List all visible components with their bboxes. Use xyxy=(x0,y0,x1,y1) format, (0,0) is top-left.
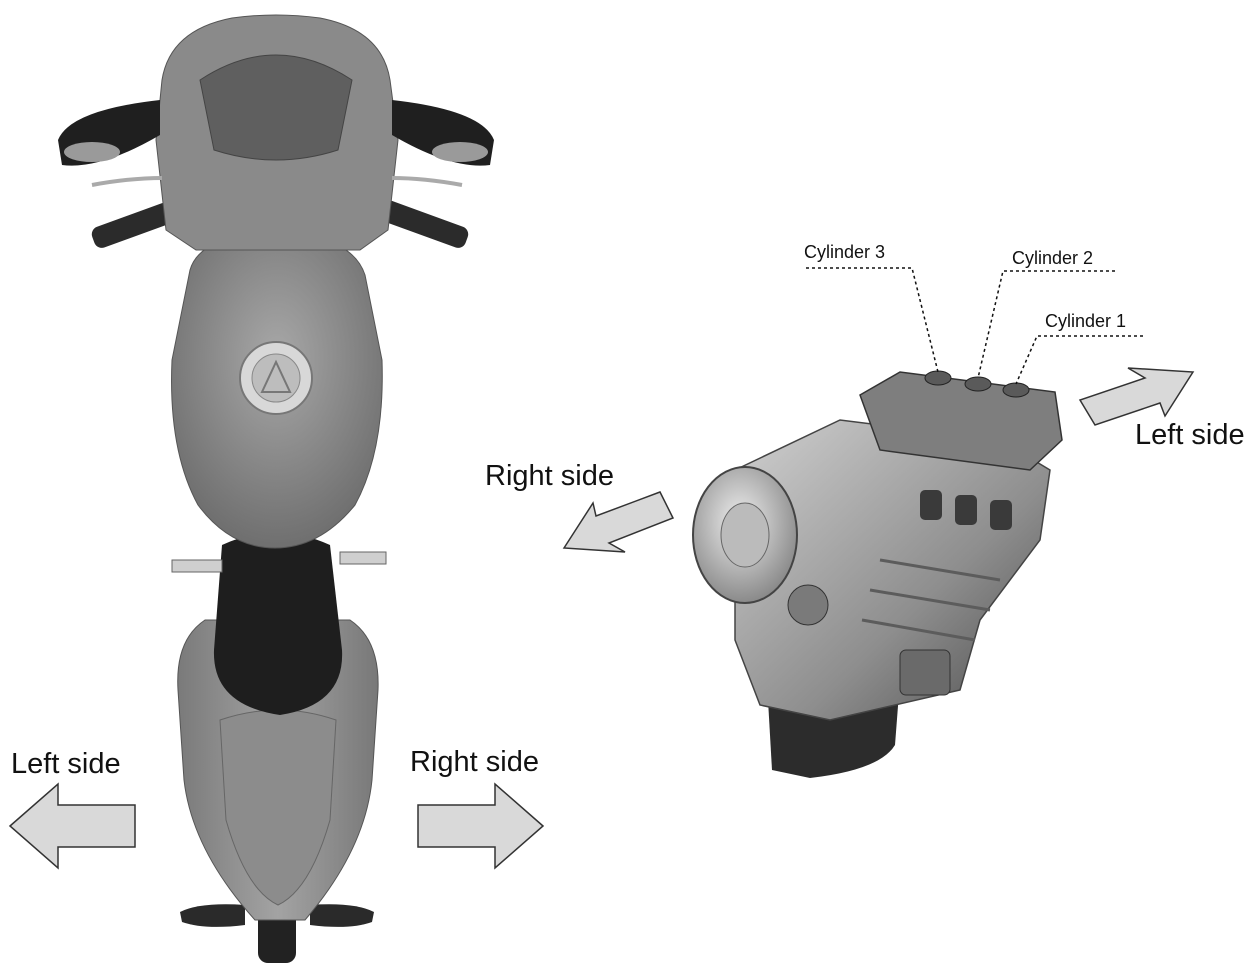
engine-right-side-label: Right side xyxy=(485,460,614,493)
cylinder-3-leader xyxy=(806,268,938,372)
block-arrow-icon-engine-left xyxy=(1080,368,1193,425)
bike-left-side-label: Left side xyxy=(11,748,121,781)
cylinder-2-label: Cylinder 2 xyxy=(1012,248,1093,269)
spark-plug-3 xyxy=(925,371,951,385)
cylinder-1-label: Cylinder 1 xyxy=(1045,311,1126,332)
seat xyxy=(214,533,342,716)
rear-exhaust-right xyxy=(310,904,374,927)
windscreen xyxy=(200,55,352,160)
engine-left-side-label: Left side xyxy=(1135,419,1245,452)
block-arrow-icon-engine-right xyxy=(564,492,673,552)
cylinder-1-leader xyxy=(1016,336,1143,384)
bike-right-side-label: Right side xyxy=(410,746,539,779)
spark-plug-1 xyxy=(1003,383,1029,397)
block-arrow-icon-bike-left xyxy=(10,784,135,868)
rear-exhaust xyxy=(180,904,245,927)
oil-filter xyxy=(900,650,950,695)
spark-plug-2 xyxy=(965,377,991,391)
right-footpeg xyxy=(340,552,386,564)
left-footpeg xyxy=(172,560,222,572)
three-cylinder-engine xyxy=(693,371,1062,778)
cylinder-3-label: Cylinder 3 xyxy=(804,242,885,263)
block-arrow-icon-bike-right xyxy=(418,784,543,868)
